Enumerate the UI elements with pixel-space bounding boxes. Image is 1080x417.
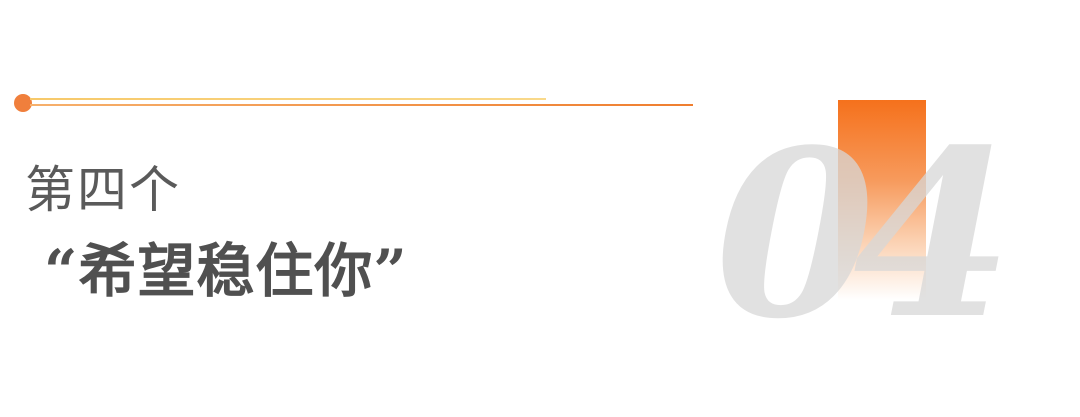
section-title: “希望稳住你”: [44, 237, 408, 305]
decorative-orange-block: [838, 100, 926, 300]
decorative-line-orange: [30, 104, 693, 106]
decorative-line-yellow: [30, 98, 546, 100]
decorative-dot: [14, 94, 32, 112]
section-subtitle: 第四个: [25, 161, 181, 219]
section-number: 04: [715, 100, 1013, 370]
